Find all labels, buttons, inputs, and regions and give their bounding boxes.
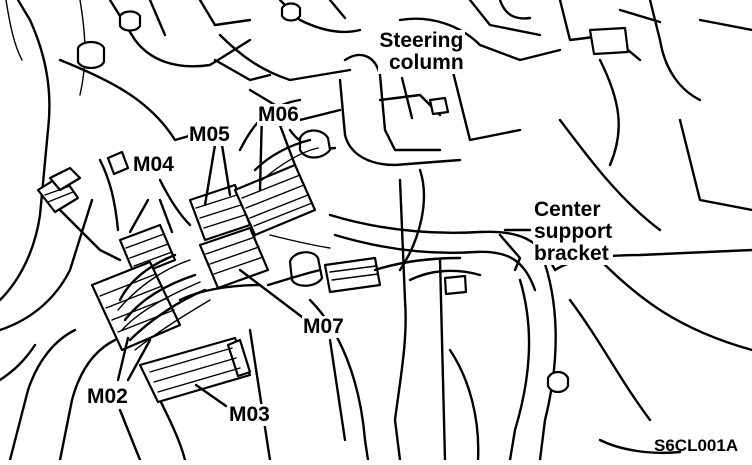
connector-cluster <box>36 129 462 404</box>
figure-code: S6CL001A <box>654 436 739 455</box>
connector-label-m07: M07 <box>302 315 345 338</box>
connector-label-m02: M02 <box>86 385 129 408</box>
lower-center-panel <box>118 269 482 462</box>
leader-steering-column <box>400 76 414 120</box>
center-support-bracket-illustration <box>328 118 752 462</box>
leader-m07 <box>238 268 308 322</box>
leader-m04b <box>158 198 174 234</box>
upper-dash-structure <box>58 0 362 152</box>
center-label-line2: support <box>534 220 613 243</box>
connector-label-m05: M05 <box>188 123 231 146</box>
connector-label-m04: M04 <box>132 153 175 176</box>
steering-column-label: Steering column <box>378 30 465 74</box>
steering-column-label-line2: column <box>389 51 464 74</box>
leader-m02b <box>126 338 152 382</box>
leader-m02 <box>116 336 130 382</box>
steering-column-label-line1: Steering <box>379 29 464 52</box>
center-label-line1: Center <box>534 198 601 221</box>
steering-column-illustration <box>338 0 752 462</box>
leader-m04 <box>128 198 150 234</box>
connector-label-m06: M06 <box>257 103 300 126</box>
connector-label-m03: M03 <box>228 403 271 426</box>
leader-m05 <box>203 143 217 207</box>
leader-m05b <box>220 143 232 197</box>
center-label-line3: bracket <box>534 242 609 265</box>
leader-m03 <box>194 383 228 408</box>
center-support-bracket-label: Center support bracket <box>533 198 614 265</box>
